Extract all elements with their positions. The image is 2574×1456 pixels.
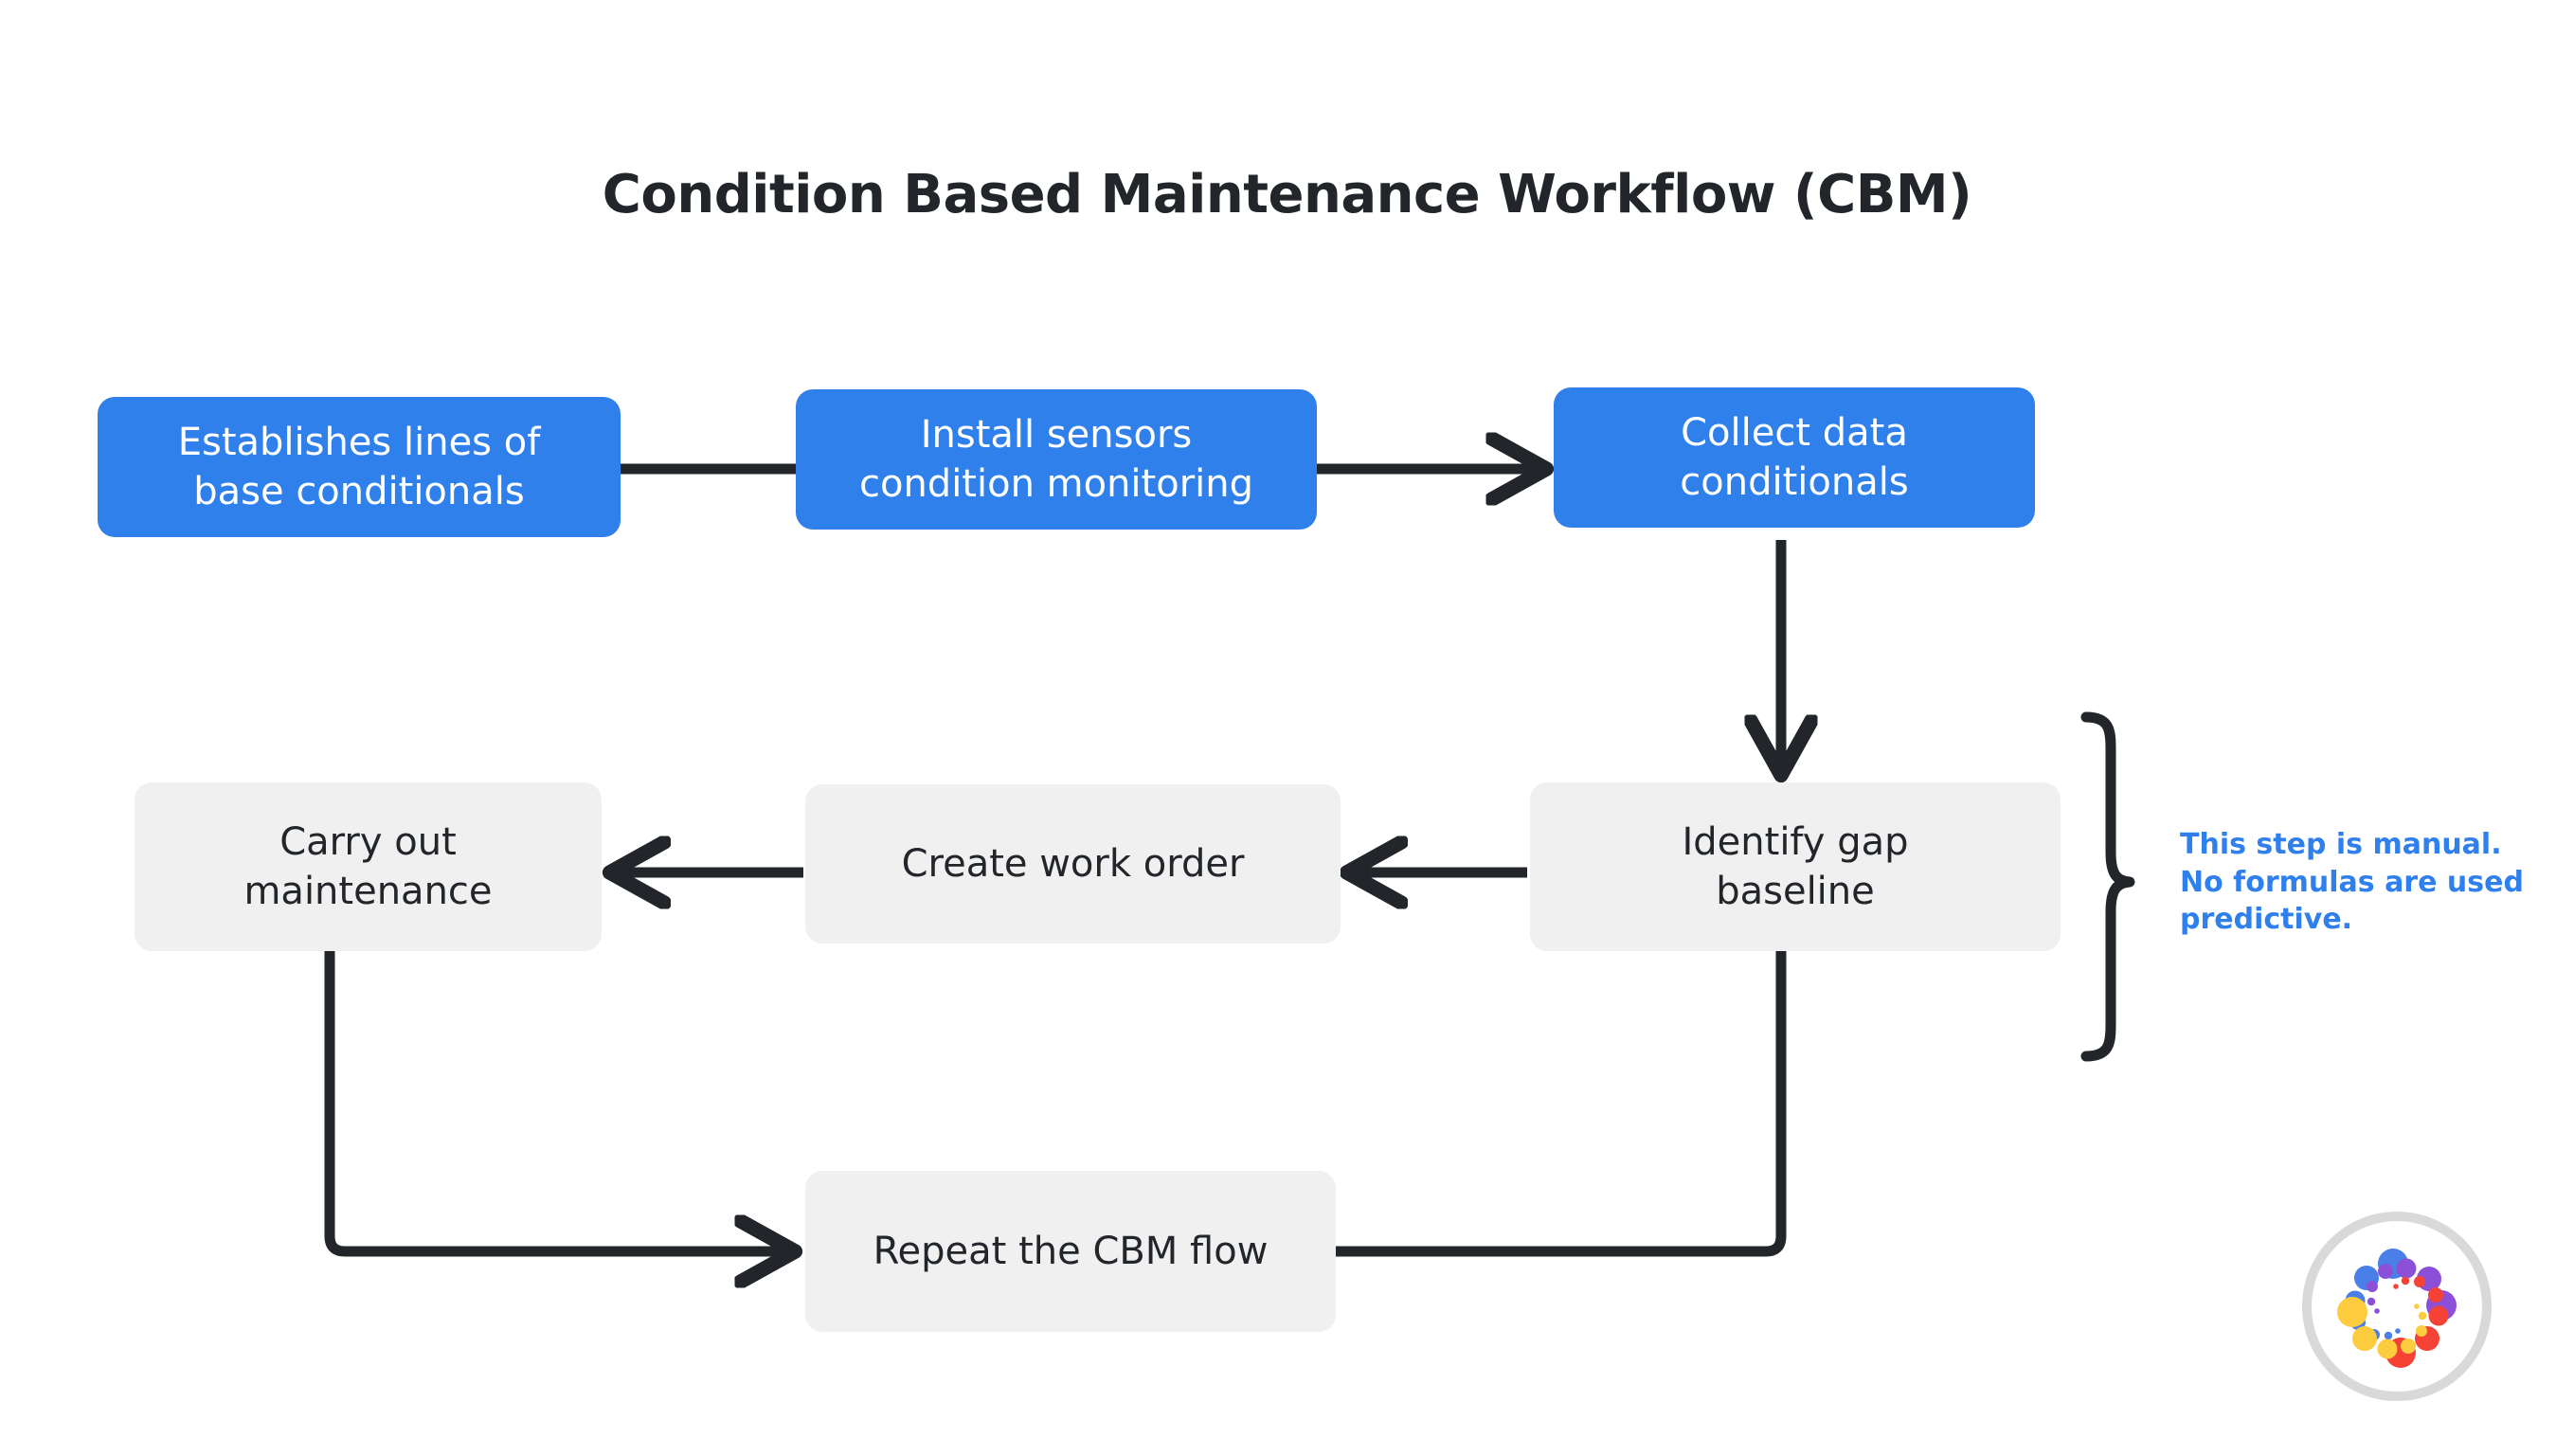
logo-dots-icon [2337,1249,2457,1368]
page-title: Condition Based Maintenance Workflow (CB… [602,164,1972,225]
node-label: Create work order [901,842,1245,886]
edge-identify-repeat [1336,951,1787,1257]
edge-carry-repeat [324,951,789,1251]
flow-node-carry-out-maintenance[interactable]: Carry out maintenance [135,782,602,951]
flow-node-install-sensors[interactable]: Install sensors condition monitoring [796,389,1317,530]
node-label: Repeat the CBM flow [873,1230,1269,1273]
node-label: Carry out maintenance [243,820,493,913]
flow-node-identify-gap-baseline[interactable]: Identify gap baseline [1530,782,2061,951]
flow-node-repeat-cbm-flow[interactable]: Repeat the CBM flow [805,1171,1336,1332]
logo [2302,1212,2492,1401]
manual-step-annotation: This step is manual. No formulas are use… [2180,828,2524,937]
flow-node-establishes-base-conditionals[interactable]: Establishes lines of base conditionals [98,397,621,537]
annotation-curly-brace [2080,711,2135,1062]
node-label: Establishes lines of base conditionals [177,421,541,513]
node-label: Install sensors condition monitoring [858,413,1253,506]
flow-node-collect-data[interactable]: Collect data conditionals [1554,387,2035,528]
node-label: Collect data conditionals [1680,411,1909,504]
node-label: Identify gap baseline [1682,820,1909,913]
flow-node-create-work-order[interactable]: Create work order [805,784,1341,944]
